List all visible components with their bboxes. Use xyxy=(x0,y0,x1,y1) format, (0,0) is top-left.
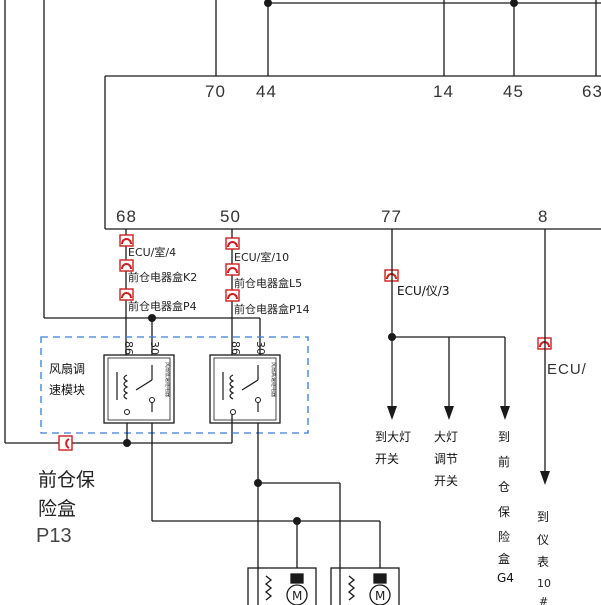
connector-icon xyxy=(119,288,134,301)
connector-icon xyxy=(119,234,134,247)
relay2-caption: 风扇高速继电器 xyxy=(270,362,277,397)
ecu-pin-14: 14 xyxy=(433,82,454,101)
connector-icon xyxy=(225,263,240,276)
ecu-pin-77: 77 xyxy=(381,207,402,226)
dest-headlight-switch: 开关 xyxy=(375,452,399,466)
motor-1 xyxy=(247,567,317,605)
dest-fuse-g4: 保 xyxy=(498,505,510,519)
ecu-pin-45: 45 xyxy=(503,82,524,101)
dest-fuse-g4: 盒 xyxy=(498,551,510,566)
dest-fuse-g4: 仓 xyxy=(498,480,510,494)
relay2-pin-30: 30 xyxy=(254,341,267,355)
relay1-caption: 风扇低速继电器 xyxy=(164,362,171,397)
connector-icon xyxy=(225,289,240,302)
ecu-pin-44: 44 xyxy=(256,82,277,101)
ecu-pin-63: 63 xyxy=(582,82,601,101)
junction-dot xyxy=(293,517,301,525)
junction-dot xyxy=(388,333,396,341)
connector-label: 前仓电器盒P4 xyxy=(128,299,197,313)
fuse-box-label: 险盒 xyxy=(38,498,76,520)
ecu-block xyxy=(104,75,601,230)
connector-label: ECU/室/4 xyxy=(128,245,176,259)
junction-dot xyxy=(264,0,272,7)
fuse-box-label: 前仓保 xyxy=(38,469,95,491)
fan-module-box xyxy=(40,336,309,434)
ecu-pin-68: 68 xyxy=(116,207,137,226)
dest-headlight-switch: 到大灯 xyxy=(375,430,411,444)
connector-label: ECU/仪/3 xyxy=(397,284,449,298)
dest-fuse-g4: G4 xyxy=(497,571,514,585)
connector-icon xyxy=(119,259,134,272)
relay1-pin-30: 30 xyxy=(148,341,161,355)
arrowheads xyxy=(387,406,550,485)
dest-instrument: 表 xyxy=(537,555,549,569)
connector-label: 前仓电器盒K2 xyxy=(128,270,197,284)
ecu-pin-50: 50 xyxy=(220,207,241,226)
ecu-pin-8: 8 xyxy=(538,207,548,226)
junction-dot xyxy=(254,479,262,487)
connector-icon xyxy=(225,237,240,250)
module-label: 速模块 xyxy=(49,383,85,397)
connector-label: 前仓电器盒L5 xyxy=(234,276,302,290)
relay1-pin-86: 86 xyxy=(122,341,135,355)
connector-label: ECU/ xyxy=(547,361,587,378)
ecu-pin-70: 70 xyxy=(205,82,226,101)
dest-fuse-g4: 险 xyxy=(498,529,510,544)
dest-instrument: 仪 xyxy=(537,533,549,547)
dest-instrument: 10 xyxy=(537,577,551,590)
motor-symbol: M xyxy=(292,589,302,603)
dest-instrument: # xyxy=(539,595,548,605)
pin77-wires xyxy=(391,229,546,475)
relay2-pin-86: 86 xyxy=(229,341,242,355)
dest-headlight-adjust: 调节 xyxy=(434,452,458,466)
ecu-top-wires xyxy=(215,0,601,76)
junction-dot xyxy=(148,314,156,322)
fuse-box-code: P13 xyxy=(36,525,72,547)
dest-headlight-adjust: 大灯 xyxy=(434,430,458,444)
connector-label: ECU/室/10 xyxy=(234,250,289,264)
dest-fuse-g4: 前 xyxy=(498,454,510,469)
junction-dot xyxy=(123,439,131,447)
module-label: 风扇调 xyxy=(49,361,85,376)
dest-fuse-g4: 到 xyxy=(498,430,510,444)
motor-symbol: M xyxy=(375,589,385,603)
junction-dot xyxy=(510,0,518,7)
connector-label: 前仓电器盒P14 xyxy=(234,302,310,316)
lower-wires xyxy=(126,423,381,605)
dest-instrument: 到 xyxy=(537,510,549,524)
relay-low-speed xyxy=(103,354,175,424)
relay-high-speed xyxy=(209,354,281,424)
dest-headlight-adjust: 开关 xyxy=(434,474,458,488)
motor-2 xyxy=(330,567,400,605)
